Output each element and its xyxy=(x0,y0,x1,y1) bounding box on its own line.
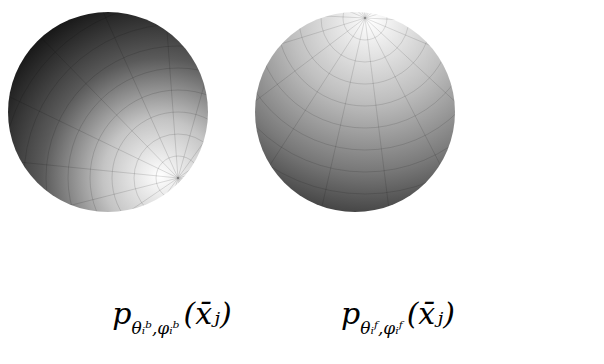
facet-grid xyxy=(65,0,604,316)
formula-text: p xyxy=(341,296,360,331)
probability-formula: pθᵢᶠ,φᵢᶠ(x̄ⱼ) xyxy=(341,296,455,338)
formula-text: (x̄ⱼ) xyxy=(407,296,455,331)
front-sphere xyxy=(255,12,455,212)
probability-formula: pθᵢᵇ,φᵢᵇ(x̄ⱼ) xyxy=(112,296,231,338)
formula-subscript: θᵢᶠ,φᵢᶠ xyxy=(360,318,402,338)
formula-text: p xyxy=(112,296,131,331)
formula-text: (x̄ⱼ) xyxy=(183,296,231,331)
formula-subscript: θᵢᵇ,φᵢᵇ xyxy=(131,318,179,338)
